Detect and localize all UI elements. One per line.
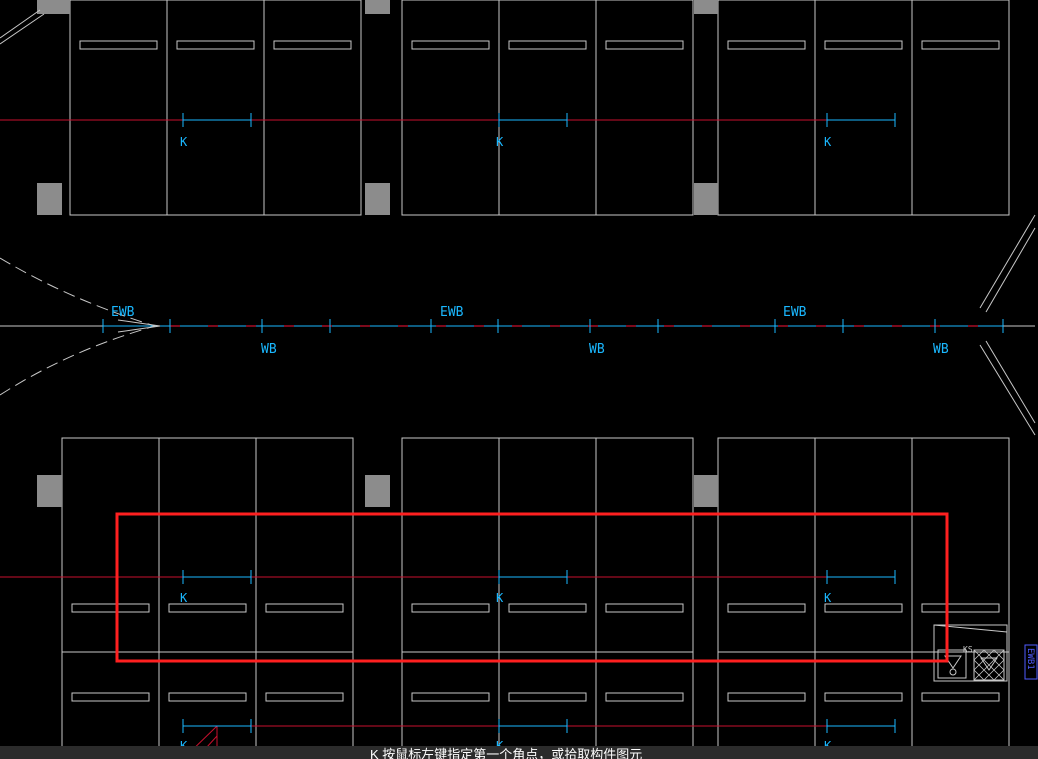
selection-rectangle[interactable] (115, 512, 949, 663)
top-parking-units (69, 0, 1010, 216)
bottom-parking-units (61, 437, 1010, 759)
k-label: K (824, 135, 832, 149)
top-columns (37, 0, 718, 215)
wb-label: WB (261, 342, 277, 357)
command-prompt: K 按鼠标左键指定第一个角点，或拾取构件图元 (370, 747, 643, 759)
side-tag-label: EWB1 (1025, 648, 1035, 670)
ewb-label: EWB (440, 305, 464, 320)
fire-hydrant-box[interactable]: KS (933, 624, 1008, 682)
top-k-segments (182, 113, 896, 127)
k-label: K (824, 591, 832, 605)
corridor-ticks (102, 319, 1004, 333)
left-curves (0, 257, 156, 396)
command-line[interactable]: K 按鼠标左键指定第一个角点，或拾取构件图元 (0, 746, 1038, 759)
ewb-label: EWB (111, 305, 135, 320)
side-tag[interactable]: EWB1 (1024, 644, 1038, 680)
k-label: K (496, 135, 504, 149)
bottom-k-segments (182, 570, 896, 733)
bottom-columns (37, 475, 718, 507)
hatch-pattern-icon (973, 649, 1005, 681)
k-label: K (496, 591, 504, 605)
extinguisher-icon (944, 655, 962, 676)
fixture-tag: KS (963, 645, 973, 654)
ewb-label: EWB (783, 305, 807, 320)
k-label: K (180, 135, 188, 149)
right-diagonals (979, 214, 1036, 436)
k-label: K (180, 591, 188, 605)
wb-label: WB (933, 342, 949, 357)
extinguisher-icon (980, 657, 998, 671)
wb-label: WB (589, 342, 605, 357)
top-left-diagonal (0, 9, 45, 45)
